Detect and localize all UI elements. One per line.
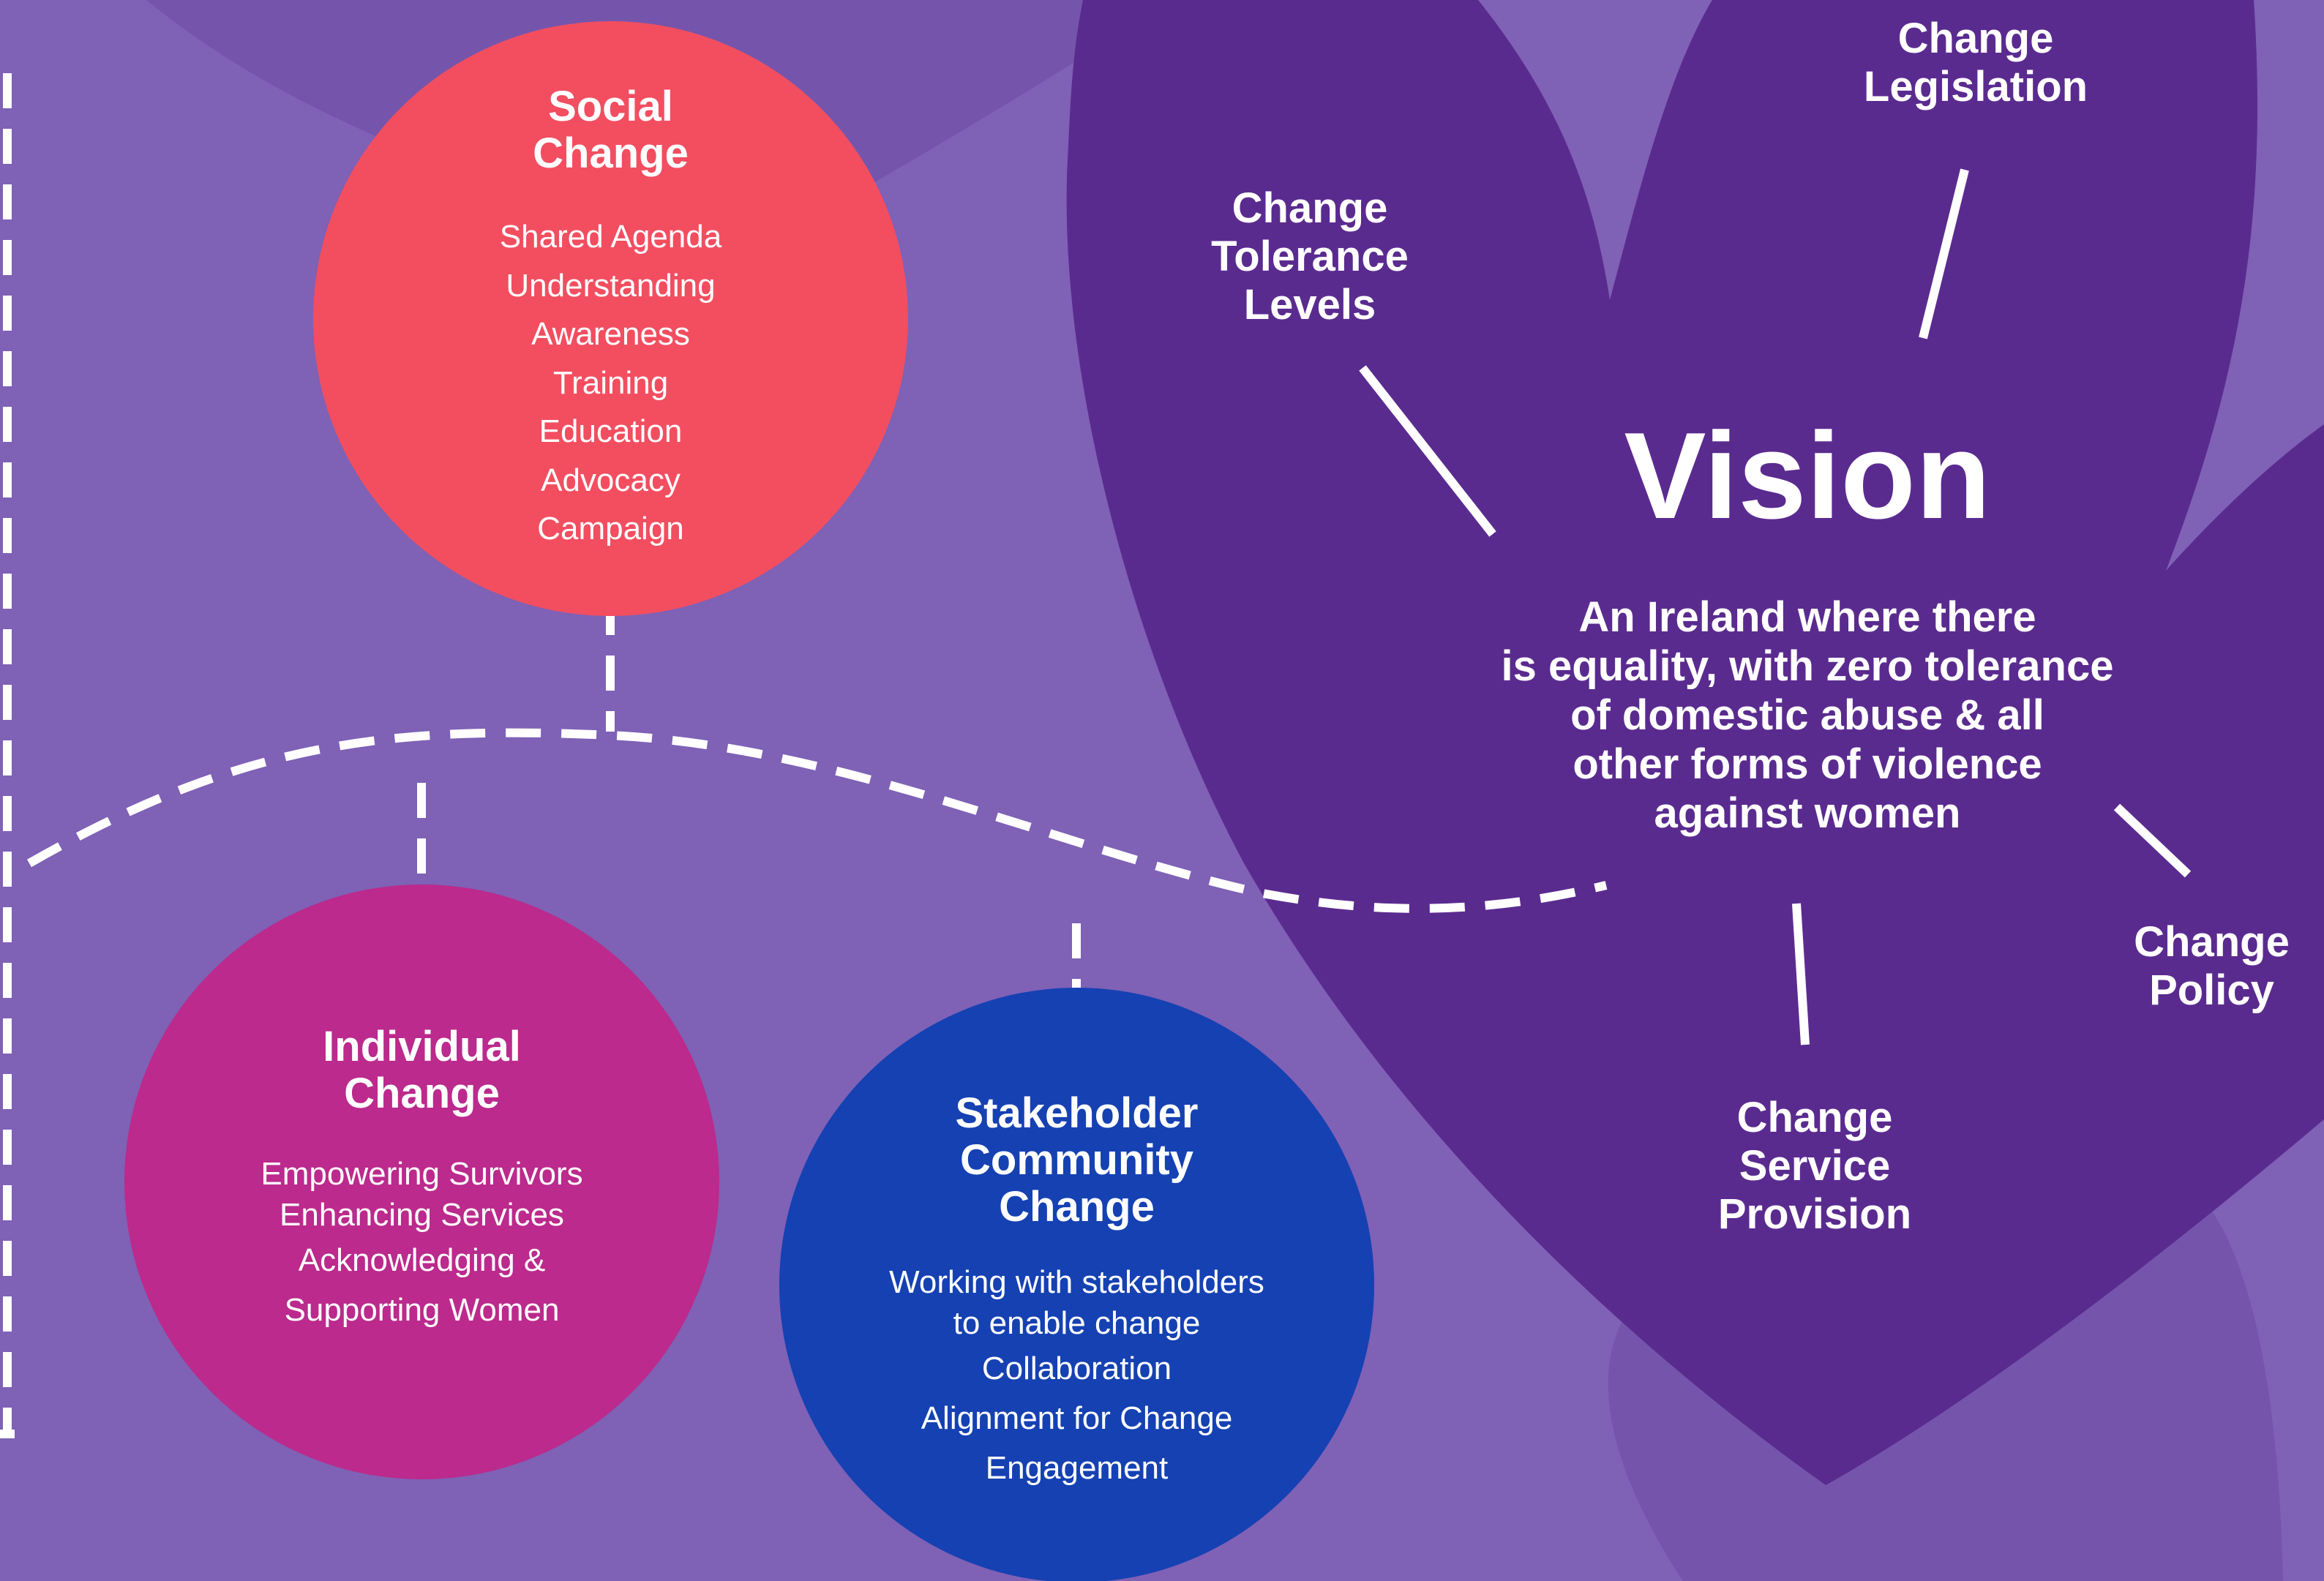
social-item: Education	[539, 413, 683, 449]
stakeholder-change-title: Stakeholder Community Change	[955, 1089, 1199, 1231]
social-item: Shared Agenda	[499, 219, 722, 255]
stakeholder-item: Collaboration	[981, 1351, 1172, 1386]
individual-item: Enhancing Services	[280, 1197, 564, 1233]
individual-item: Acknowledging &	[298, 1242, 546, 1278]
individual-item: Empowering Survivors	[260, 1156, 583, 1192]
social-item: Awareness	[531, 316, 690, 352]
social-item: Understanding	[506, 267, 716, 304]
connector-curve	[27, 728, 1608, 913]
vision-line-tolerance	[1359, 365, 1496, 537]
stakeholder-change-items: Working with stakeholders to enable chan…	[779, 1262, 1374, 1493]
social-change-items: Shared Agenda Understanding Awareness Tr…	[313, 213, 908, 554]
individual-change-items: Empowering Survivors Enhancing Services …	[124, 1154, 719, 1335]
vision-statement: An Ireland where there is equality, with…	[1501, 593, 2114, 837]
vision-line-service	[1792, 903, 1810, 1045]
individual-item: Supporting Women	[284, 1292, 560, 1328]
vision-title: Vision	[1624, 407, 1991, 544]
vision-heart-shape	[1066, 0, 2324, 1485]
social-change-title: Social Change	[533, 83, 689, 177]
vision-line-policy	[2113, 803, 2192, 878]
social-item: Training	[552, 364, 669, 401]
change-policy-label: Change Policy	[2134, 918, 2290, 1014]
social-change-circle: Social Change Shared Agenda Understandin…	[313, 21, 908, 616]
stakeholder-item: Alignment for Change	[921, 1400, 1233, 1436]
stakeholder-item: Engagement	[985, 1450, 1169, 1486]
stakeholder-change-circle: Stakeholder Community Change Working wit…	[779, 988, 1374, 1581]
change-legislation-label: Change Legislation	[1863, 15, 2088, 110]
individual-change-circle: Individual Change Empowering Survivors E…	[124, 885, 719, 1479]
change-tolerance-label: Change Tolerance Levels	[1211, 184, 1409, 328]
individual-change-title: Individual Change	[323, 1023, 521, 1117]
change-service-label: Change Service Provision	[1717, 1094, 1912, 1238]
stakeholder-item: to enable change	[953, 1305, 1201, 1341]
social-item: Campaign	[537, 511, 684, 547]
stakeholder-item: Working with stakeholders	[889, 1264, 1264, 1300]
social-item: Advocacy	[541, 462, 681, 498]
vision-line-legislation	[1919, 168, 1969, 339]
